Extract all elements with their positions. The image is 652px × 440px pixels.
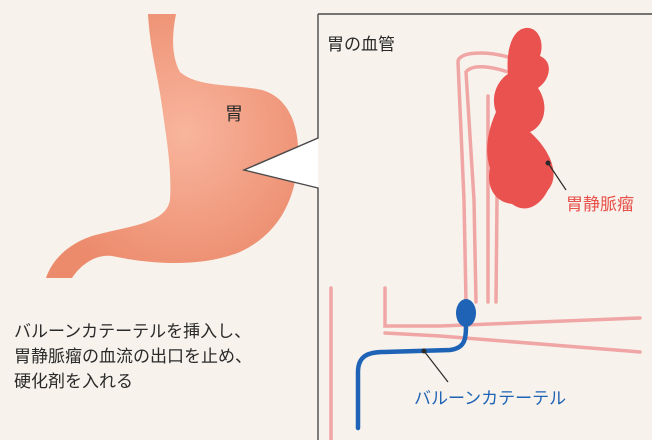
- description-line: バルーンカテーテルを挿入し、: [14, 320, 252, 345]
- description-text: バルーンカテーテルを挿入し、 胃静脈瘤の血流の出口を止め、 硬化剤を入れる: [14, 320, 252, 395]
- catheter-balloon: [456, 299, 476, 327]
- varix-label: 胃静脈瘤: [566, 190, 634, 215]
- callout-panel: [244, 14, 652, 440]
- description-line: 硬化剤を入れる: [14, 370, 252, 395]
- catheter-label: バルーンカテーテル: [414, 384, 566, 409]
- description-line: 胃静脈瘤の血流の出口を止め、: [14, 345, 252, 370]
- panel-title: 胃の血管: [327, 30, 395, 55]
- catheter-pointer-line: [424, 351, 448, 382]
- gastric-vessels: [331, 53, 640, 440]
- stomach-illustration: [46, 14, 298, 278]
- stomach-label: 胃: [225, 100, 243, 126]
